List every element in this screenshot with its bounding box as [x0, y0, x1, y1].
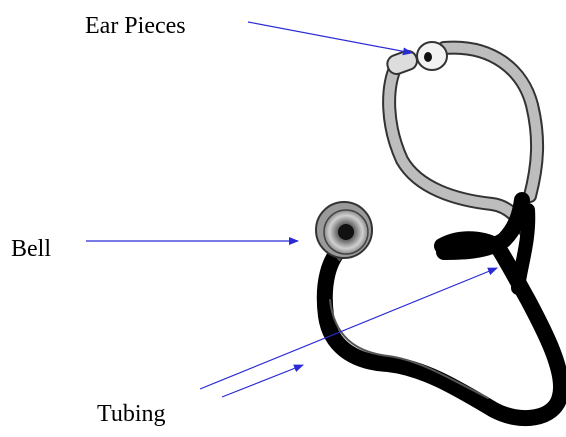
- tubing-label: Tubing: [97, 402, 165, 426]
- ear-tip-left: [385, 48, 420, 76]
- ear-pieces-label: Ear Pieces: [85, 14, 186, 38]
- bell-label: Bell: [11, 237, 51, 261]
- ear-tip-right: [417, 42, 447, 70]
- tubing-arrow-long: [200, 268, 497, 389]
- bell-chestpiece: [316, 202, 372, 260]
- binaural-tube-right: [444, 48, 537, 196]
- ear-pieces-arrow: [248, 22, 412, 53]
- tubing-arrow-short: [222, 365, 303, 397]
- pointer-arrows: [86, 22, 497, 397]
- ear-pieces: [385, 42, 447, 77]
